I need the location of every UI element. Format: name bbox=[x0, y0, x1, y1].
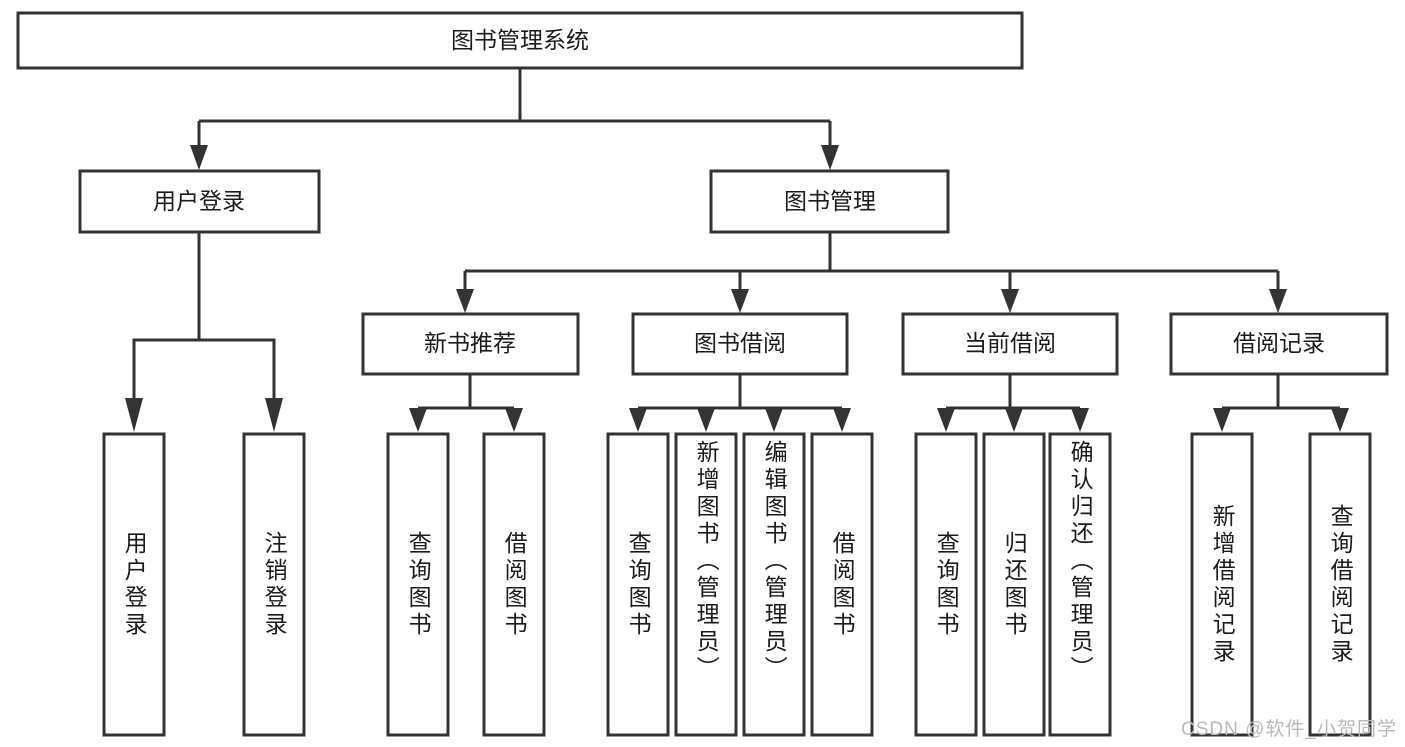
arrow-head-newbook bbox=[456, 289, 474, 313]
arrow-head-leaf-query-book-3 bbox=[937, 408, 955, 432]
arrow-head-user-login bbox=[190, 145, 208, 170]
arrow-head-leaf-borrow-book-1 bbox=[505, 408, 523, 432]
arrow-head-leaf-confirm-return bbox=[1071, 408, 1089, 432]
arrow-head-leaf-edit-book bbox=[765, 408, 783, 432]
leaf-box-add-record[interactable] bbox=[1190, 432, 1254, 737]
arrow-head-leaf-query-book-1 bbox=[409, 408, 427, 432]
node-root-box[interactable] bbox=[16, 11, 1024, 70]
leaf-box-logout[interactable] bbox=[242, 432, 306, 737]
leaf-box-query-book-2[interactable] bbox=[606, 432, 670, 737]
arrow-head-leaf-add-record bbox=[1213, 408, 1231, 432]
arrow-head-current bbox=[1001, 289, 1019, 313]
connector-userlogin-stem bbox=[132, 232, 201, 398]
node-new-book-recommend-box[interactable] bbox=[361, 312, 580, 376]
node-new-book-recommend-label: 新书推荐 bbox=[424, 330, 516, 356]
node-root-label: 图书管理系统 bbox=[451, 27, 589, 53]
node-root[interactable]: 图书管理系统 bbox=[16, 11, 1024, 70]
leaf-box-borrow-book-2[interactable] bbox=[810, 432, 874, 737]
node-book-borrow-label: 图书借阅 bbox=[694, 330, 786, 356]
csdn-watermark: CSDN @软件_小贺同学 bbox=[1181, 719, 1397, 740]
node-current-borrow-box[interactable] bbox=[901, 312, 1119, 376]
leaf-box-confirm-return[interactable] bbox=[1048, 432, 1112, 737]
leaf-box-return-book[interactable] bbox=[982, 432, 1046, 737]
node-borrow-record[interactable]: 借阅记录 bbox=[1169, 312, 1389, 376]
connector-layer bbox=[125, 68, 1349, 432]
node-user-login-label: 用户登录 bbox=[153, 188, 245, 214]
arrow-head-leaf-logout bbox=[265, 398, 283, 432]
leaf-box-edit-book[interactable] bbox=[742, 432, 806, 737]
node-current-borrow[interactable]: 当前借阅 bbox=[901, 312, 1119, 376]
arrow-head-borrow bbox=[731, 289, 749, 313]
node-borrow-record-label: 借阅记录 bbox=[1233, 330, 1325, 356]
node-book-management-label: 图书管理 bbox=[784, 188, 876, 214]
leaf-box-layer bbox=[102, 432, 1372, 737]
leaf-box-add-book[interactable] bbox=[674, 432, 738, 737]
node-current-borrow-label: 当前借阅 bbox=[964, 330, 1056, 356]
arrow-head-leaf-query-book-2 bbox=[629, 408, 647, 432]
arrow-head-leaf-user-login bbox=[125, 398, 143, 432]
node-user-login-box[interactable] bbox=[78, 169, 321, 234]
arrow-head-leaf-borrow-book-2 bbox=[833, 408, 851, 432]
connector-userlogin-bus bbox=[134, 338, 276, 398]
leaf-box-query-book-3[interactable] bbox=[914, 432, 978, 737]
node-book-management-box[interactable] bbox=[709, 169, 950, 234]
node-new-book-recommend[interactable]: 新书推荐 bbox=[361, 312, 580, 376]
arrow-head-leaf-add-book bbox=[697, 408, 715, 432]
node-borrow-record-box[interactable] bbox=[1169, 312, 1389, 376]
leaf-box-query-book-1[interactable] bbox=[386, 432, 450, 737]
arrow-head-book-mgmt bbox=[821, 145, 839, 170]
node-book-borrow-box[interactable] bbox=[631, 312, 849, 376]
node-book-management[interactable]: 图书管理 bbox=[709, 169, 950, 234]
arrow-head-leaf-return-book bbox=[1005, 408, 1023, 432]
leaf-box-borrow-book-1[interactable] bbox=[482, 432, 546, 737]
arrow-head-leaf-query-record bbox=[1331, 408, 1349, 432]
leaf-box-query-record[interactable] bbox=[1308, 432, 1372, 737]
arrow-head-record bbox=[1269, 289, 1287, 313]
node-book-borrow[interactable]: 图书借阅 bbox=[631, 312, 849, 376]
leaf-box-user-login[interactable] bbox=[102, 432, 166, 737]
node-user-login[interactable]: 用户登录 bbox=[78, 169, 321, 234]
